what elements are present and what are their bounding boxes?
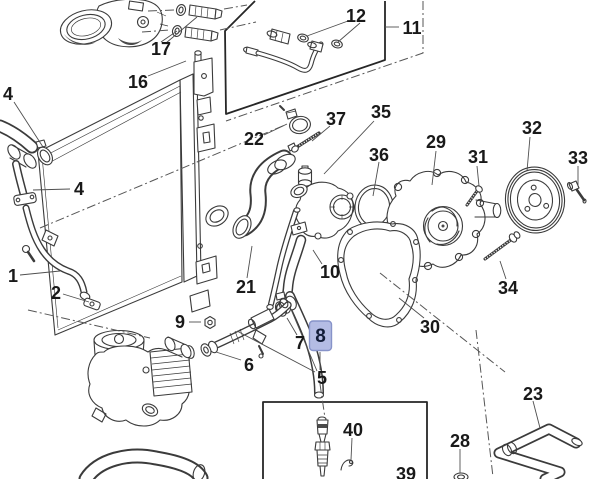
callout-23[interactable]: 23 — [523, 384, 543, 404]
callout-32[interactable]: 32 — [522, 118, 542, 138]
oil-cooler-core — [149, 347, 193, 397]
leader-lines — [13, 16, 579, 473]
callout-box-11 — [224, 0, 386, 115]
callout-1[interactable]: 1 — [8, 266, 18, 286]
callout-6[interactable]: 6 — [244, 355, 254, 375]
throttle-body — [59, 0, 169, 48]
callout-17[interactable]: 17 — [151, 39, 171, 59]
radiator-hose-21 — [232, 149, 296, 239]
hose-clamp-22 — [279, 105, 311, 135]
callout-10[interactable]: 10 — [320, 262, 340, 282]
bypass-pipe-10 — [266, 207, 308, 310]
oil-cooler-assembly — [87, 329, 195, 427]
callout-8-number[interactable]: 8 — [315, 326, 326, 347]
callout-9[interactable]: 9 — [175, 312, 185, 332]
sensor-39-40 — [314, 416, 354, 477]
callout-36[interactable]: 36 — [369, 145, 389, 165]
coolant-sensor-upper — [175, 4, 223, 20]
callout-39[interactable]: 39 — [396, 464, 416, 479]
pulley-32 — [504, 166, 566, 234]
oil-cooler-pipe-assembly — [164, 297, 292, 359]
highlight-badge[interactable] — [308, 320, 333, 352]
pump-gasket-30 — [337, 221, 421, 328]
seal-6 — [200, 343, 212, 357]
bolt-37 — [287, 131, 321, 153]
callout-4-upper[interactable]: 4 — [3, 84, 13, 104]
heater-pipe-12 — [243, 28, 343, 73]
bolt-34 — [483, 231, 521, 261]
bolt-31 — [465, 185, 483, 207]
callout-34[interactable]: 34 — [498, 278, 518, 298]
radiator — [37, 50, 229, 336]
callout-28[interactable]: 28 — [450, 431, 470, 451]
lower-radiator-hose — [78, 448, 209, 479]
callout-33[interactable]: 33 — [568, 148, 588, 168]
callout-16[interactable]: 16 — [128, 72, 148, 92]
retainer-40 — [340, 459, 354, 471]
callout-31[interactable]: 31 — [468, 147, 488, 167]
callout-11[interactable]: 11 — [402, 18, 421, 38]
pump-outlet — [492, 202, 502, 219]
callout-30[interactable]: 30 — [420, 317, 440, 337]
radiator-inlet-and-left-pipe — [0, 119, 101, 311]
part-28 — [453, 472, 469, 479]
radiator-pin — [194, 50, 202, 56]
callout-21[interactable]: 21 — [236, 277, 256, 297]
callout-box-bottom — [262, 401, 428, 479]
callout-22[interactable]: 22 — [244, 129, 264, 149]
callout-12[interactable]: 12 — [346, 6, 366, 26]
radiator-outlet-port — [205, 205, 229, 227]
callout-2[interactable]: 2 — [51, 283, 61, 303]
callout-35[interactable]: 35 — [371, 102, 391, 122]
callout-37[interactable]: 37 — [326, 109, 346, 129]
hose-23 — [493, 423, 583, 479]
callout-5[interactable]: 5 — [317, 368, 327, 388]
bolt-33 — [566, 180, 587, 204]
callout-7[interactable]: 7 — [295, 333, 305, 353]
thermostat-housing-35 — [290, 165, 355, 240]
highlighted-callout-8[interactable]: 8 — [308, 320, 333, 352]
callout-40[interactable]: 40 — [343, 420, 363, 440]
nut-9 — [204, 315, 216, 330]
callout-29[interactable]: 29 — [426, 132, 446, 152]
callout-numbers: 4 17 16 12 11 22 37 35 36 29 31 32 33 4 … — [3, 6, 588, 479]
callout-4-lower[interactable]: 4 — [74, 179, 84, 199]
radiator-fins — [179, 73, 198, 283]
section-lines — [27, 1, 506, 478]
coolant-sensor-lower — [171, 25, 219, 42]
gasket-2 — [83, 297, 101, 311]
